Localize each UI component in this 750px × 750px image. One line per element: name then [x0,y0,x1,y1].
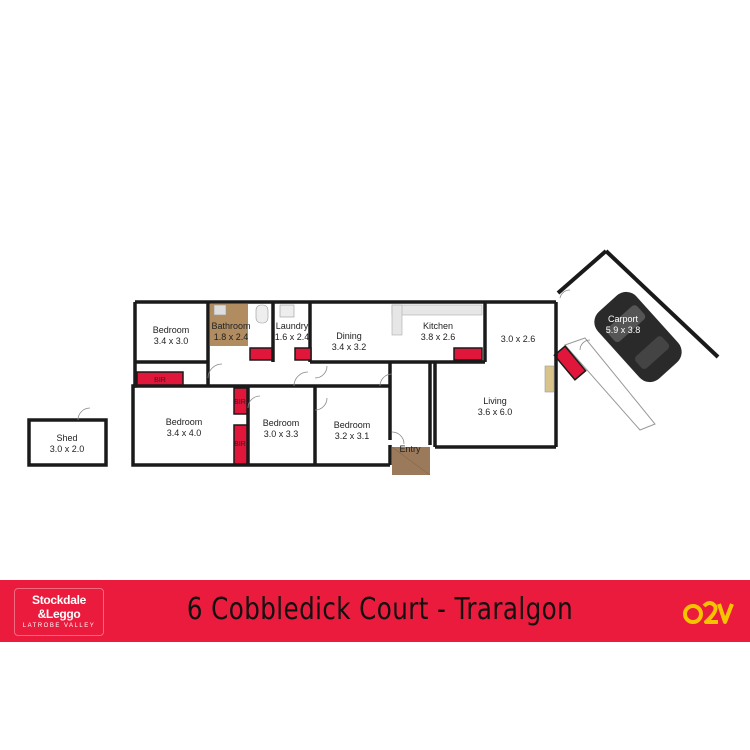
entry-name: Entry [399,444,421,454]
living-name: Living [483,396,507,406]
agency-logo-line3: LATROBE VALLEY [22,623,96,629]
laundry-tub-icon [279,304,295,318]
kitchen-name: Kitchen [423,321,453,331]
floor-plan: Carport 5.9 x 3.8 Shed 3.0 x 2.0 [27,249,720,476]
carport: Carport 5.9 x 3.8 [553,249,720,431]
shed: Shed 3.0 x 2.0 [27,407,108,467]
toilet-icon [255,304,269,324]
bathroom-size: 1.8 x 2.4 [214,332,249,342]
dining-name: Dining [336,331,362,341]
basin-icon [213,304,227,316]
agency-logo-line2: &Leggo [37,607,81,621]
property-address: 6 Cobbledick Court - Traralgon [186,592,574,627]
laundry-size: 1.6 x 2.4 [275,332,310,342]
bedroom-right-size: 3.2 x 3.1 [335,431,370,441]
bir-label-1: BIR [154,377,166,384]
dining-size: 3.4 x 3.2 [332,342,367,352]
shed-name: Shed [56,433,77,443]
door-swings [207,289,591,445]
carport-storage [553,345,587,381]
bedroom-left-name: Bedroom [166,417,203,427]
bedroom-top-name: Bedroom [153,325,190,335]
bathroom-name: Bathroom [211,321,250,331]
bir-label-2: BIR [234,399,246,406]
room-30x26-size: 3.0 x 2.6 [501,334,536,344]
fireplace-icon [544,365,555,393]
shed-size: 3.0 x 2.0 [50,444,85,454]
storage-areas [136,347,483,465]
bedroom-left-size: 3.4 x 4.0 [167,428,202,438]
o2v-badge-icon [683,601,734,624]
carport-size: 5.9 x 3.8 [606,325,641,335]
kitchen-bench-side [391,304,403,336]
agency-logo: Stockdale &Leggo LATROBE VALLEY [14,588,104,636]
bedroom-mid-size: 3.0 x 3.3 [264,429,299,439]
living-size: 3.6 x 6.0 [478,407,513,417]
car-icon [594,291,682,383]
bedroom-mid-name: Bedroom [263,418,300,428]
kitchen-size: 3.8 x 2.6 [421,332,456,342]
banner: Stockdale &Leggo LATROBE VALLEY 6 Cobble… [0,580,750,642]
carport-name: Carport [608,314,639,324]
laundry-name: Laundry [276,321,309,331]
bir-label-3: BIR [234,441,246,448]
bedroom-right-name: Bedroom [334,420,371,430]
kitchen-bench [391,304,483,316]
bedroom-top-size: 3.4 x 3.0 [154,336,189,346]
house-walls [131,300,558,467]
agency-logo-line1: Stockdale [32,593,86,607]
